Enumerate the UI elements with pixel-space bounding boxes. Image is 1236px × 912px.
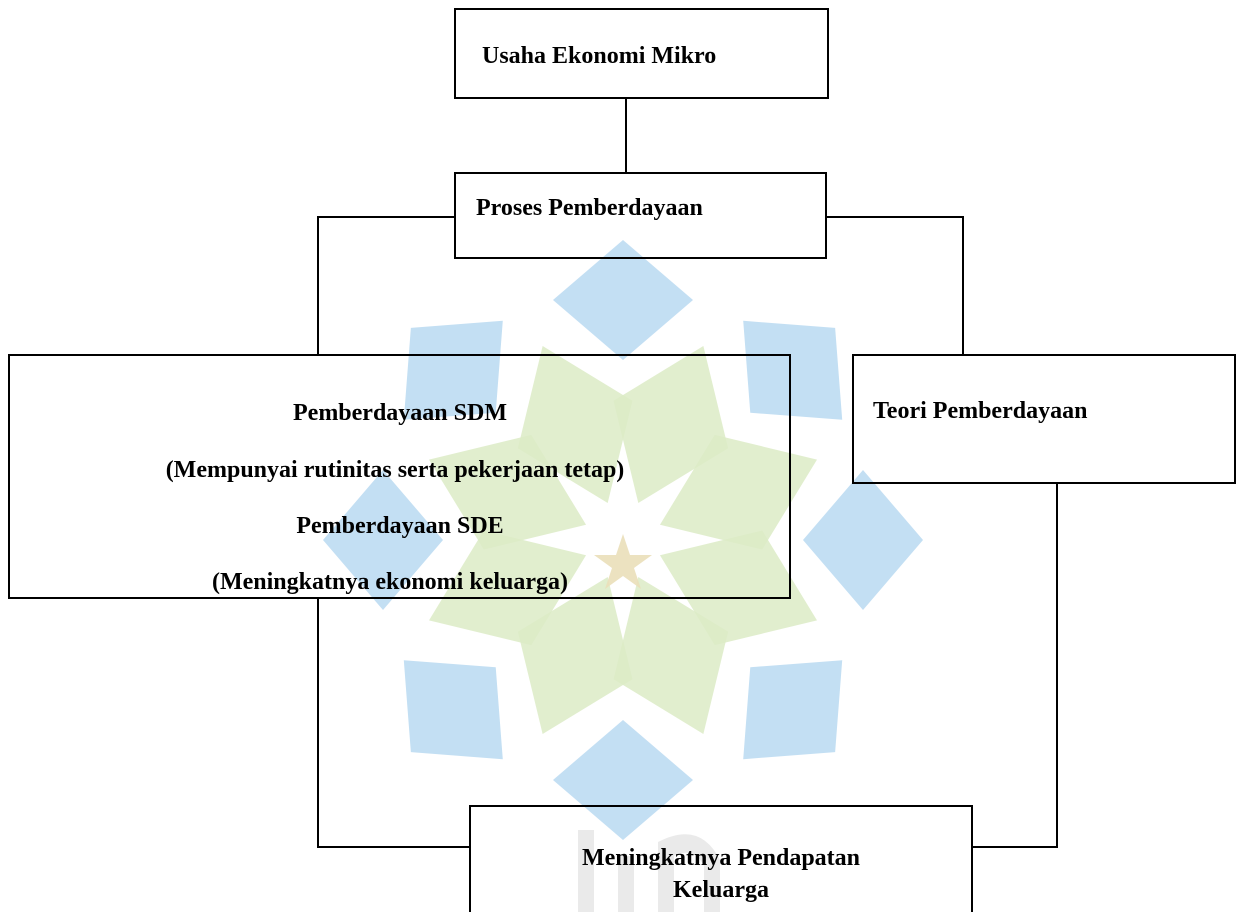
node-pendapatan-line1: Meningkatnya Pendapatan: [581, 845, 861, 871]
node-usaha-ekonomi-mikro: [454, 8, 829, 99]
node-pemberdayaan-sdm-sde: [8, 354, 791, 599]
node-meningkatnya-pendapatan: [469, 805, 973, 912]
node-sdm-description: (Mempunyai rutinitas serta pekerjaan tet…: [165, 457, 625, 483]
node-sde-title: Pemberdayaan SDE: [296, 513, 504, 539]
connector-proses-teori: [826, 216, 964, 355]
node-proses-label: Proses Pemberdayaan: [476, 195, 703, 221]
node-proses-pemberdayaan: [454, 172, 827, 259]
connector-proses-sdm: [317, 216, 455, 355]
node-usaha-label: Usaha Ekonomi Mikro: [482, 43, 717, 69]
connector-teori-pendapatan: [972, 482, 1058, 848]
node-teori-label: Teori Pemberdayaan: [873, 398, 1088, 424]
node-pendapatan-line2: Keluarga: [673, 877, 769, 903]
node-sdm-title: Pemberdayaan SDM: [293, 400, 507, 426]
node-teori-pemberdayaan: [852, 354, 1236, 484]
connector-sdm-pendapatan: [317, 598, 470, 848]
node-sde-description: (Meningkatnya ekonomi keluarga): [211, 569, 568, 595]
